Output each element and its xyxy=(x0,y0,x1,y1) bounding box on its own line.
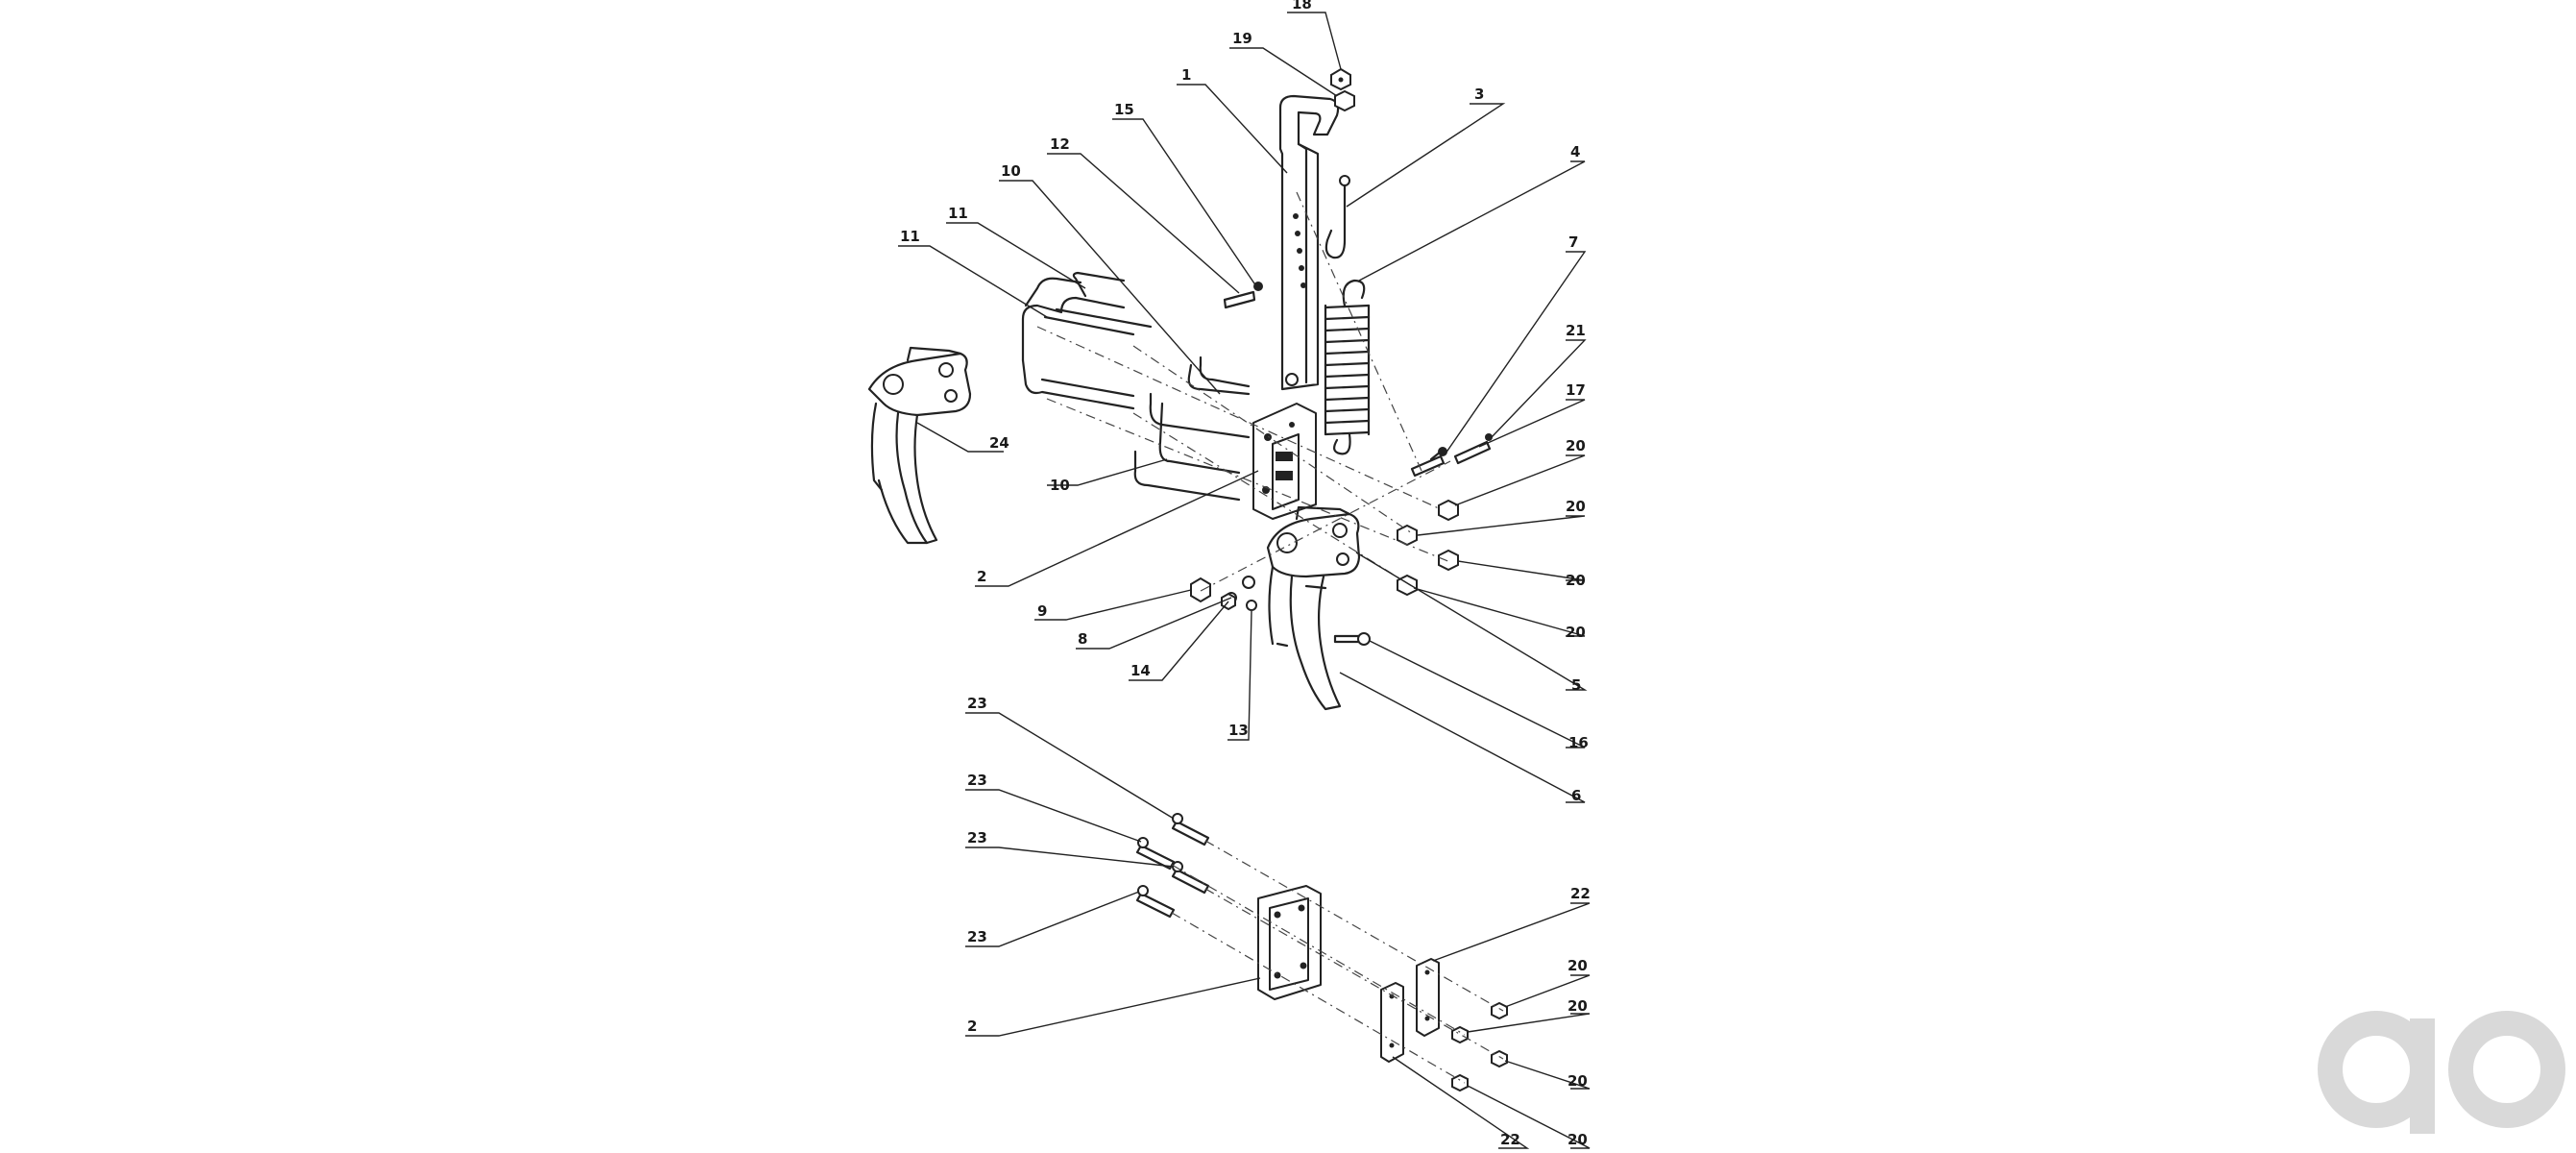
callout-3: 3 xyxy=(1474,86,1484,103)
nuts-20-cluster xyxy=(1397,499,1459,597)
callout-20-f: 20 xyxy=(1567,997,1588,1015)
callout-12: 12 xyxy=(1050,135,1070,153)
callout-5: 5 xyxy=(1571,676,1581,694)
bolt-16 xyxy=(1333,632,1371,646)
callout-17: 17 xyxy=(1566,381,1586,399)
callout-2-lower: 2 xyxy=(967,1018,977,1035)
callout-10-upper: 10 xyxy=(1001,162,1021,180)
callout-19: 19 xyxy=(1232,30,1252,47)
tension-spring xyxy=(1324,279,1371,455)
top-nuts xyxy=(1330,67,1355,112)
callout-1: 1 xyxy=(1181,66,1191,84)
lower-nuts-20 xyxy=(1451,1001,1508,1092)
callout-9: 9 xyxy=(1037,602,1047,620)
bolts-right xyxy=(1410,433,1493,478)
callout-23-d: 23 xyxy=(967,928,987,945)
callout-20-e: 20 xyxy=(1567,957,1588,974)
callout-23-c: 23 xyxy=(967,829,987,846)
spring-tine-center xyxy=(1266,505,1361,711)
callout-15: 15 xyxy=(1114,101,1134,118)
callout-7: 7 xyxy=(1568,233,1578,251)
callout-10-lower: 10 xyxy=(1050,477,1070,494)
mounting-plate-lower xyxy=(1257,885,1322,1000)
callout-20-c: 20 xyxy=(1566,572,1586,589)
callout-11-b: 11 xyxy=(900,228,920,245)
callout-8: 8 xyxy=(1078,630,1087,648)
callout-14: 14 xyxy=(1130,662,1151,679)
leader-lines xyxy=(898,12,1591,1149)
callout-2-upper: 2 xyxy=(977,568,986,585)
callout-labels: 18 19 1 3 15 12 10 4 11 11 7 21 17 24 20… xyxy=(900,0,1591,1148)
callout-13: 13 xyxy=(1228,722,1249,739)
callout-4: 4 xyxy=(1570,143,1580,160)
nuts-lower-left xyxy=(1190,576,1257,611)
callout-23-a: 23 xyxy=(967,695,987,712)
mounting-plate-upper xyxy=(1252,403,1317,520)
callout-24: 24 xyxy=(989,434,1009,452)
callout-6: 6 xyxy=(1571,787,1581,804)
callout-23-b: 23 xyxy=(967,772,987,789)
hook-rod xyxy=(1324,175,1350,259)
callout-20-a: 20 xyxy=(1566,437,1586,454)
bracket-arm xyxy=(1278,94,1340,391)
callout-11-a: 11 xyxy=(948,205,968,222)
u-bolts xyxy=(1021,271,1251,502)
callout-20-g: 20 xyxy=(1567,1072,1588,1090)
clamp-plates-22 xyxy=(1380,958,1440,1063)
callout-20-h: 20 xyxy=(1567,1131,1588,1148)
watermark-logo xyxy=(2318,1011,2565,1134)
callout-22-lower: 22 xyxy=(1500,1131,1520,1148)
assembly-axes xyxy=(1036,191,1504,1084)
callout-18: 18 xyxy=(1292,0,1312,12)
callout-20-b: 20 xyxy=(1566,498,1586,515)
parts-drawing xyxy=(867,67,1508,1092)
small-bolt xyxy=(1223,282,1263,309)
callout-16: 16 xyxy=(1568,734,1589,751)
spring-tine-left xyxy=(867,346,972,545)
callout-21: 21 xyxy=(1566,322,1586,339)
callout-22-upper: 22 xyxy=(1570,885,1591,902)
callout-20-d: 20 xyxy=(1566,624,1586,641)
